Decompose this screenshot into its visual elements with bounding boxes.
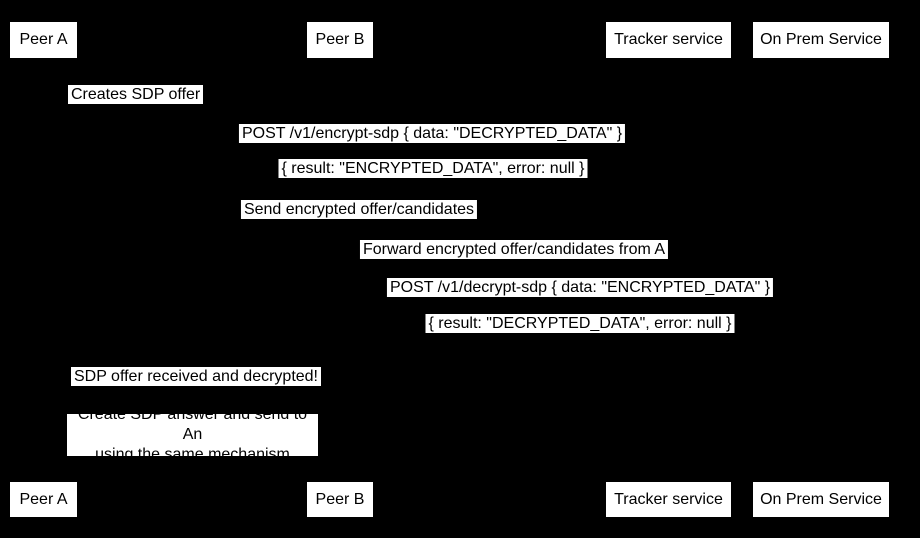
actor-on-prem-service-bottom: On Prem Service [753,482,889,517]
actor-tracker-service-bottom: Tracker service [606,482,731,517]
message-post-decrypt-sdp: POST /v1/decrypt-sdp { data: "ENCRYPTED_… [386,278,774,297]
actor-peer-a-top: Peer A [10,22,77,58]
message-send-encrypted-offer: Send encrypted offer/candidates [240,200,478,219]
actor-peer-b-top: Peer B [307,22,373,58]
actor-on-prem-service-top: On Prem Service [753,22,889,58]
message-sdp-offer-received: SDP offer received and decrypted! [71,367,321,386]
note-line-2: using the same mechanism [95,446,290,463]
message-post-encrypt-sdp: POST /v1/encrypt-sdp { data: "DECRYPTED_… [238,124,626,143]
message-result-decrypted-data: { result: "DECRYPTED_DATA", error: null … [425,314,735,333]
message-result-encrypted-data: { result: "ENCRYPTED_DATA", error: null … [278,159,588,178]
actor-peer-b-bottom: Peer B [307,482,373,517]
note-line-1: Create SDP answer and send to An [77,406,308,443]
message-forward-encrypted-offer: Forward encrypted offer/candidates from … [359,240,669,259]
actor-tracker-service-top: Tracker service [606,22,731,58]
note-create-sdp-answer: Create SDP answer and send to An using t… [67,406,318,463]
actor-peer-a-bottom: Peer A [10,482,77,517]
message-creates-sdp-offer: Creates SDP offer [68,85,204,104]
